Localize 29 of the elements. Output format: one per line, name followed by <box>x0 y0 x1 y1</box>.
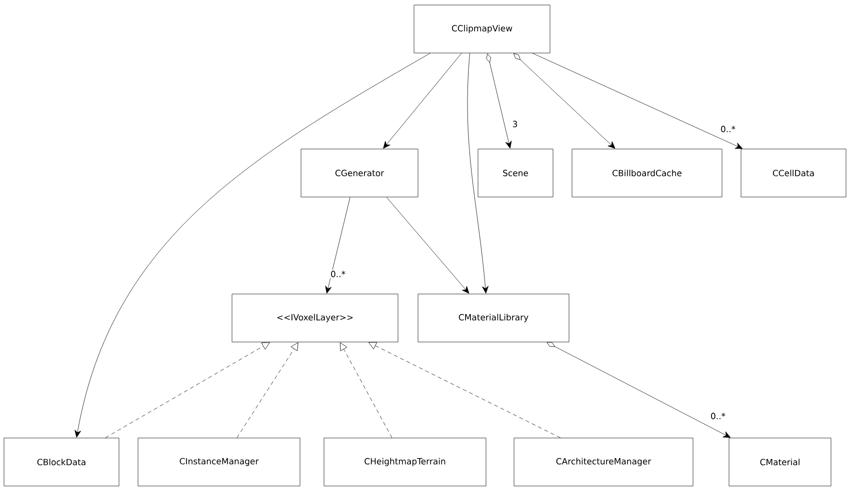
association-arrow <box>532 53 743 149</box>
class-box: Scene <box>478 148 554 198</box>
association-arrow <box>514 53 616 149</box>
association-arrow <box>74 53 430 438</box>
multiplicity-label: 0..* <box>709 412 727 420</box>
multiplicity-label: 0..* <box>719 124 737 134</box>
class-box: CInstanceManager <box>138 438 300 486</box>
association-arrow <box>546 342 731 438</box>
association-arrow <box>383 53 462 149</box>
multiplicity-label: 0..* <box>329 270 347 278</box>
class-box: CArchitectureManager <box>514 438 694 486</box>
multiplicity-label: 3 <box>511 120 519 128</box>
class-box: <<IVoxelLayer>> <box>232 294 398 342</box>
association-arrow <box>467 53 489 294</box>
class-box: CCellData <box>740 148 846 198</box>
class-box: CMaterial <box>728 438 832 486</box>
class-box: CHeightmapTerrain <box>324 438 486 486</box>
realization-arrow <box>105 342 270 438</box>
association-arrow <box>486 53 512 149</box>
association-arrow <box>386 197 470 294</box>
class-box: CGenerator <box>300 148 418 198</box>
realization-arrow <box>236 342 298 438</box>
class-box: CMaterialLibrary <box>418 294 570 342</box>
class-box: CBillboardCache <box>572 148 722 198</box>
realization-arrow <box>340 342 392 438</box>
class-box: CBlockData <box>4 438 120 486</box>
class-box: CClipmapView <box>414 4 550 54</box>
realization-arrow <box>368 342 561 438</box>
association-arrow <box>325 197 350 294</box>
